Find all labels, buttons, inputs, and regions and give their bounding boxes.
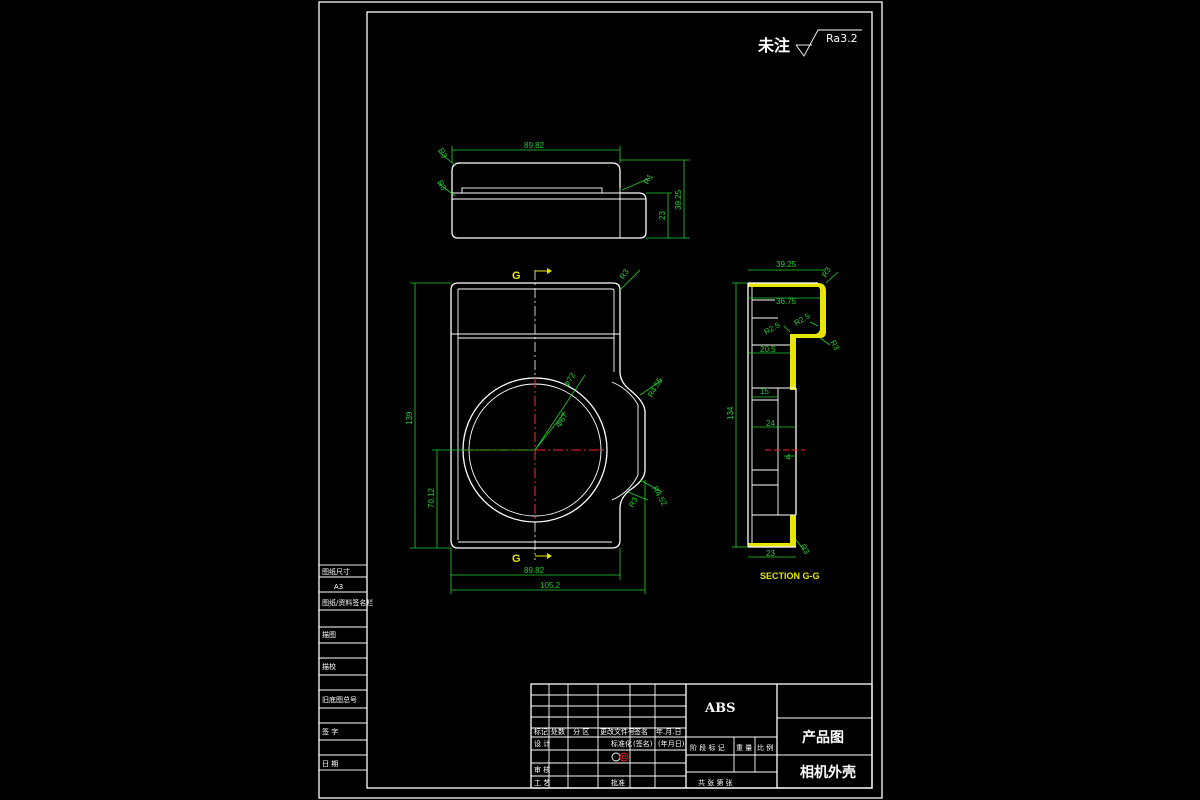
section-title: SECTION G-G: [760, 571, 820, 581]
tb-standardization: 标准化: [611, 739, 632, 748]
dim-front-r-notch-bottom: R4.52: [650, 485, 669, 508]
tb-header-cell: 分 区: [573, 727, 589, 736]
title-block: 标记 处数 分 区 更改文件号 签名 年.月.日 设 计 审 核 工 艺 标准化…: [530, 683, 873, 789]
section-view: 39.25 36.75 20.5 15 24 4 23 134 R3 R2.5 …: [726, 260, 841, 581]
dim-top-r-left-mid: R3: [435, 179, 448, 193]
tb-header-cell: 更改文件号: [600, 727, 635, 736]
dim-section-23: 23: [766, 549, 775, 558]
side-panel-item: 图纸/资料签名栏: [322, 598, 373, 607]
dim-top-step: 23: [658, 211, 667, 220]
side-panel-item: 签 字: [322, 727, 338, 736]
section-arrow-top-icon: [547, 268, 552, 274]
dim-top-r-right: R1: [642, 172, 655, 186]
dim-front-width-inner: 89.82: [524, 566, 545, 575]
tb-header-cell: 标记: [534, 727, 548, 736]
drawing-type: 产品图: [802, 729, 844, 746]
surface-note: 未注 Ra3.2: [757, 29, 862, 57]
side-panel-item: 描图: [322, 630, 336, 639]
tb-row-label: 工 艺: [534, 779, 550, 787]
section-mark-top: G: [512, 270, 521, 282]
dim-section-r-bottom: R3: [798, 543, 811, 557]
tb-approve: 批准: [611, 778, 625, 787]
dim-section-4: 4: [786, 453, 791, 462]
projection-symbol-icon: [611, 752, 621, 762]
dim-section-width-inner: 36.75: [776, 297, 797, 306]
surface-note-label: 未注: [757, 36, 790, 55]
dim-front-r-corner: R3: [618, 267, 631, 281]
dim-front-width-outer: 105.2: [540, 581, 561, 590]
dim-top-height: 39.25: [674, 189, 683, 210]
dim-front-lower-height: 70.12: [427, 487, 436, 508]
tb-sheet-label: 共 张 第 张: [698, 778, 733, 787]
tb-row-label: 审 核: [534, 765, 550, 774]
tb-row-label: 设 计: [534, 739, 550, 748]
roughness-value: Ra3.2: [826, 32, 858, 45]
roughness-symbol-icon: [795, 29, 862, 57]
dim-front-dia-outer: Φ72: [562, 371, 578, 389]
side-panel-item: 日 期: [322, 760, 338, 768]
tb-date: (年月日): [658, 739, 685, 748]
dim-section-step: 20.5: [760, 345, 776, 354]
dim-top-r-left-top: R3: [436, 147, 449, 161]
dim-front-r-notch-top: R4.55: [646, 376, 665, 399]
dim-front-r-notch-mid: R3: [627, 495, 640, 509]
tb-signature: (签名): [633, 739, 653, 748]
dim-section-15: 15: [760, 387, 769, 396]
front-view: G G 139 70.12 89.82 105.2 Φ72 Φ67 R3 R4.…: [405, 267, 669, 594]
dim-section-r-a: R2.5: [793, 311, 813, 328]
part-name: 相机外壳: [800, 764, 856, 781]
dim-section-height: 134: [726, 406, 735, 420]
side-panel-item: 图纸尺寸: [322, 567, 350, 576]
side-panel-item: A3: [334, 583, 343, 591]
tb-scale-label: 比 例: [757, 743, 773, 752]
dim-top-width: 89.82: [524, 141, 545, 150]
tb-weight-label: 重 量: [736, 744, 752, 752]
tb-header-cell: 签名: [634, 727, 648, 736]
section-hatch-top: [748, 283, 818, 287]
section-mark-bottom: G: [512, 553, 521, 565]
dim-section-24: 24: [766, 419, 775, 428]
dim-section-width-top: 39.25: [776, 260, 797, 269]
material: ABS: [704, 701, 735, 716]
tb-header-cell: 处数: [551, 727, 565, 736]
section-arrow-bottom-icon: [547, 553, 552, 559]
dim-section-r-top: R3: [820, 265, 833, 279]
dim-front-height: 139: [405, 411, 414, 425]
outer-border: [318, 1, 883, 799]
section-hatch-wall: [790, 338, 796, 388]
dim-front-dia-inner: Φ67: [554, 411, 570, 429]
side-panel-item: 描校: [322, 662, 336, 671]
top-view: 89.82 39.25 23 R3 R3 R1: [435, 141, 690, 239]
side-panel-item: 旧底图总号: [322, 695, 357, 704]
dim-section-r-c: R3: [828, 339, 841, 353]
tb-header-cell: 年.月.日: [656, 727, 681, 736]
tb-stage-label: 阶 段 标 记: [690, 743, 725, 752]
section-hatch-bottom: [748, 543, 796, 547]
side-panel: 图纸尺寸 A3 图纸/资料签名栏 描图 描校 旧底图总号 签 字 日 期: [318, 564, 373, 771]
dim-section-r-b: R2.5: [763, 320, 783, 337]
